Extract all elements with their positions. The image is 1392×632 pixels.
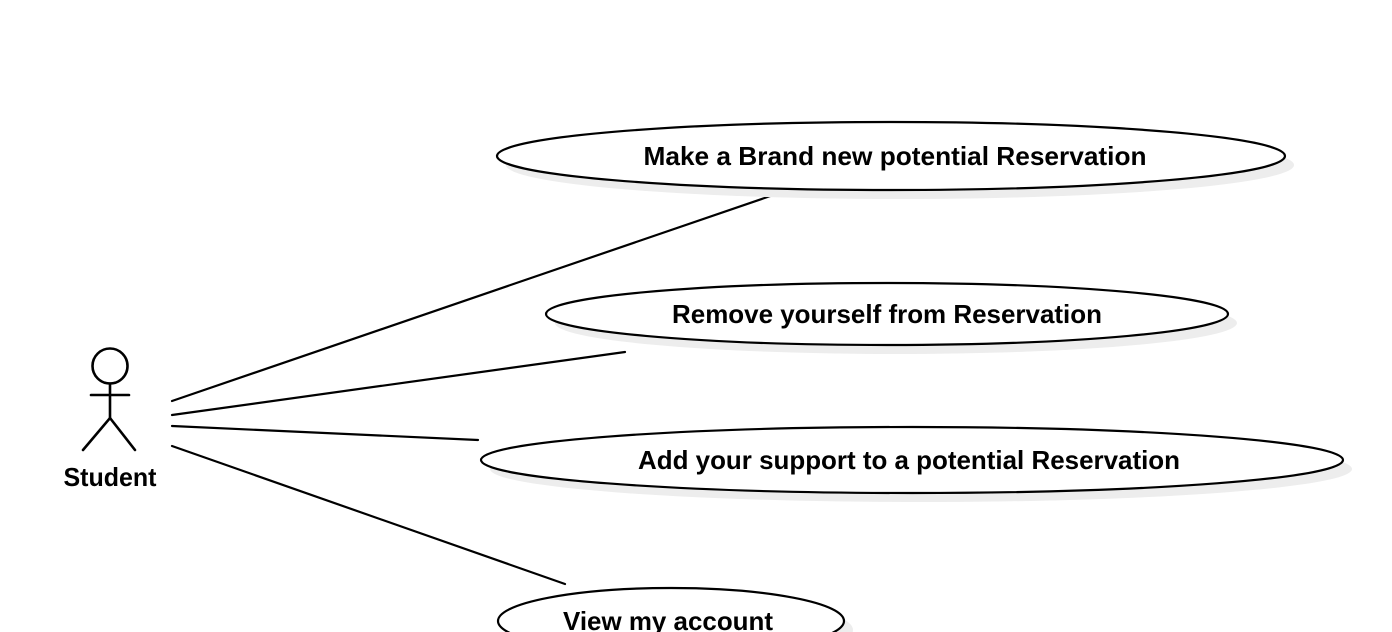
actor-student: Student [64,347,157,492]
actor-legs [81,415,137,452]
actor-head [91,347,129,385]
use-case-ellipse [496,586,846,632]
use-case-ellipse [544,281,1230,347]
actor-label: Student [64,462,157,492]
use-case-remove-from-reservation: Remove yourself from Reservation [544,281,1237,354]
association-student-view-account [170,444,567,586]
use-case-ellipse [479,425,1345,495]
use-case-make-reservation: Make a Brand new potential Reservation [495,120,1294,199]
use-case-ellipse [495,120,1287,192]
use-case-label: View my account [563,606,773,632]
association-student-make-reservation [170,189,787,403]
use-case-label: Make a Brand new potential Reservation [644,141,1147,171]
use-case-label: Add your support to a potential Reservat… [638,445,1180,475]
use-case-view-account: View my account [496,586,853,632]
use-case-label: Remove yourself from Reservation [672,299,1102,329]
association-lines [170,189,787,586]
association-student-remove-from-reservation [170,350,627,417]
association-student-add-support [170,424,480,442]
use-case-add-support: Add your support to a potential Reservat… [479,425,1352,502]
